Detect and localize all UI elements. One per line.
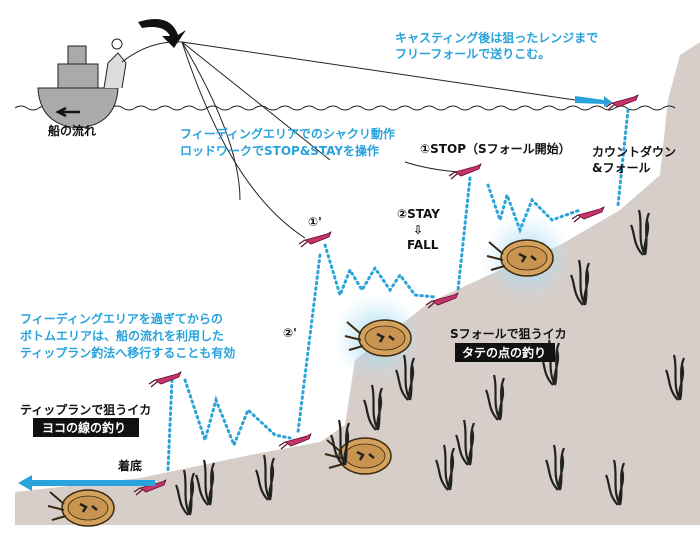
cast-arrow-icon — [138, 18, 186, 48]
casting-note-line1: キャスティング後は狙ったレンジまで — [395, 30, 598, 45]
countdown-line2: &フォール — [592, 161, 650, 175]
casting-note-line2: フリーフォールで送りこむ。 — [395, 46, 550, 61]
drift-arrow-icon — [55, 106, 80, 118]
seabed — [15, 42, 700, 525]
vertical-badge — [455, 343, 555, 362]
stop-label: ①STOP（Sフォール開始） — [420, 141, 571, 156]
egi-lure-icon — [571, 206, 605, 223]
step1-prime-label: ①' — [308, 215, 322, 229]
horizontal-badge — [33, 418, 139, 437]
countdown-line1: カウントダウン — [592, 144, 676, 159]
fishing-lines — [181, 41, 576, 239]
tip-run-direction-arrow — [18, 475, 155, 491]
bottom-touch-label: 着底 — [117, 458, 142, 473]
fall-label: FALL — [407, 238, 439, 252]
free-fall-arrow — [575, 96, 612, 107]
vertical-badge-text: タテの点の釣り — [462, 345, 546, 360]
boat-icon — [37, 38, 183, 129]
egi-lure-icon — [148, 371, 182, 388]
bottom-note-line3: ティップラン釣法へ移行することも有効 — [20, 345, 235, 360]
step2-prime-label: ②' — [283, 326, 297, 340]
s-fall-squid-label: Sフォールで狙うイカ — [450, 327, 567, 341]
bottom-note-line1: フィーディングエリアを過ぎてからの — [20, 311, 223, 326]
tip-run-squid-label: ティップランで狙うイカ — [20, 402, 151, 417]
boat-drift-label: 船の流れ — [48, 123, 96, 138]
feeding-note-line2: ロッドワークでSTOP&STAYを操作 — [180, 143, 379, 158]
lure-paths — [166, 108, 630, 472]
down-arrow-icon: ⇩ — [413, 223, 423, 237]
stay-label: ②STAY — [397, 207, 440, 221]
feeding-note-line1: フィーディングエリアでのシャクリ動作 — [180, 126, 395, 141]
water-surface — [14, 105, 676, 111]
horizontal-badge-text: ヨコの線の釣り — [42, 420, 126, 435]
bottom-note-line2: ボトムエリアは、船の流れを利用した — [20, 328, 224, 343]
